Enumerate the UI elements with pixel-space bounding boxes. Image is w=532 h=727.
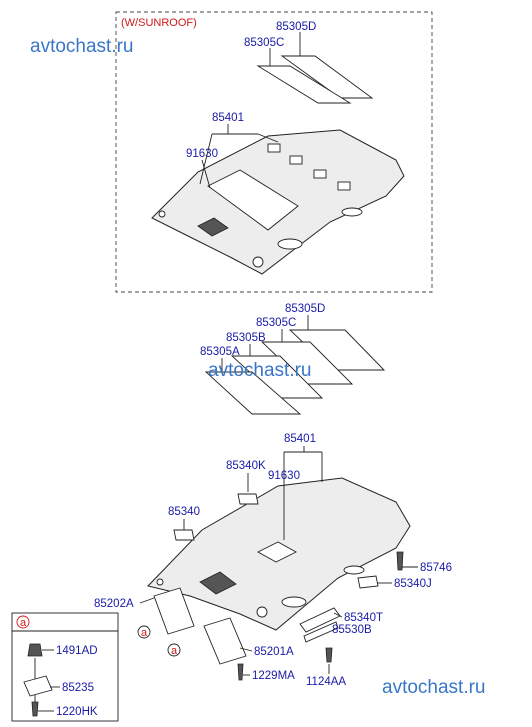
part-1491AD-nut (27, 643, 43, 657)
sunroof-clip-3 (313, 169, 327, 179)
legend-a-marker-text: a (20, 617, 27, 629)
callout-a-1-text: a (141, 627, 148, 639)
pad-85305A (204, 371, 302, 415)
label-1229MA: 1229MA (252, 670, 295, 682)
label-1124AA: 1124AA (306, 676, 346, 688)
sunroof-lamp-recess (197, 217, 229, 237)
sunroof-clip-4 (337, 181, 351, 191)
sunroof-handle-side (341, 207, 363, 217)
label-91630: 91630 (268, 470, 300, 482)
part-1229MA-screw (237, 663, 244, 681)
label-85305B: 85305B (226, 332, 266, 344)
headliner-handle-rear (281, 596, 307, 608)
sunroof-clip-left (158, 210, 166, 218)
part-85530B-bracket (303, 621, 339, 643)
legend-a-section: a 1491AD 85235 1220HK (11, 612, 119, 722)
watermark-bottom: avtochast.ru (382, 677, 486, 698)
part-85340J-clip (357, 575, 379, 589)
sunroof-handle-rear (277, 238, 303, 250)
sun-visor-right (203, 617, 247, 665)
sunroof-pad-85305C (256, 65, 352, 104)
label-1220HK: 1220HK (56, 706, 98, 718)
leader-85202A (139, 597, 155, 604)
label-85305C: 85305C (256, 317, 296, 329)
legend-a-box (11, 612, 119, 722)
label-85305A: 85305A (200, 346, 240, 358)
leader-sunroof-91630 (201, 159, 211, 189)
label-sunroof-85401: 85401 (212, 112, 244, 124)
watermark-middle: avtochast.ru (208, 360, 312, 381)
sunroof-clip-corner (252, 256, 264, 268)
label-sunroof-91630: 91630 (186, 148, 218, 160)
part-85746-pin (396, 551, 404, 571)
headliner-handle-side (343, 565, 365, 575)
label-1491AD: 1491AD (56, 645, 98, 657)
headliner-dome-lamp (257, 541, 297, 563)
label-sunroof-85305C: 85305C (244, 37, 284, 49)
label-85746: 85746 (420, 562, 452, 574)
headliner-section: 85401 91630 85340K 85340 85746 85340J 85… (94, 433, 452, 688)
part-1220HK-screw (31, 701, 39, 717)
leader-85401 (283, 446, 323, 540)
label-85235: 85235 (62, 682, 94, 694)
sun-visor-left (153, 587, 195, 635)
part-1124AA-screw (325, 647, 333, 663)
watermark-top: avtochast.ru (30, 36, 134, 57)
part-85235-bracket (23, 675, 53, 697)
label-85202A: 85202A (94, 598, 134, 610)
part-85340K-clip (237, 493, 259, 505)
leader-85201A (239, 647, 253, 652)
pads-section: 85305D 85305C 85305B 85305A (200, 303, 386, 415)
label-85401: 85401 (284, 433, 316, 445)
callout-a-1 (137, 625, 151, 639)
label-85340T: 85340T (344, 612, 383, 624)
label-85340J: 85340J (394, 578, 432, 590)
sunroof-title: (W/SUNROOF) (121, 17, 197, 29)
sunroof-pad-85305D (280, 55, 374, 99)
label-85530B: 85530B (332, 624, 372, 636)
label-85201A: 85201A (254, 646, 294, 658)
leader-sunroof-85401 (199, 124, 279, 185)
headliner-clip-left (156, 578, 164, 586)
label-85305D: 85305D (285, 303, 325, 315)
sunroof-opening (207, 169, 299, 231)
legend-a-marker (16, 615, 30, 629)
headliner-console-recess (199, 571, 237, 595)
callout-a-2-text: a (171, 645, 178, 657)
sunroof-section: (W/SUNROOF) 85305D 85305C 85401 91630 (115, 11, 433, 293)
sunroof-clip-2 (289, 155, 303, 165)
leader-85340T (333, 612, 343, 618)
headliner-clip-corner (256, 606, 268, 618)
callout-a-2 (167, 643, 181, 657)
part-85340-clip (173, 529, 195, 541)
label-sunroof-85305D: 85305D (276, 21, 316, 33)
label-85340K: 85340K (226, 460, 266, 472)
label-85340: 85340 (168, 506, 200, 518)
sunroof-clip-1 (267, 143, 281, 153)
sunroof-box-border (115, 11, 433, 293)
